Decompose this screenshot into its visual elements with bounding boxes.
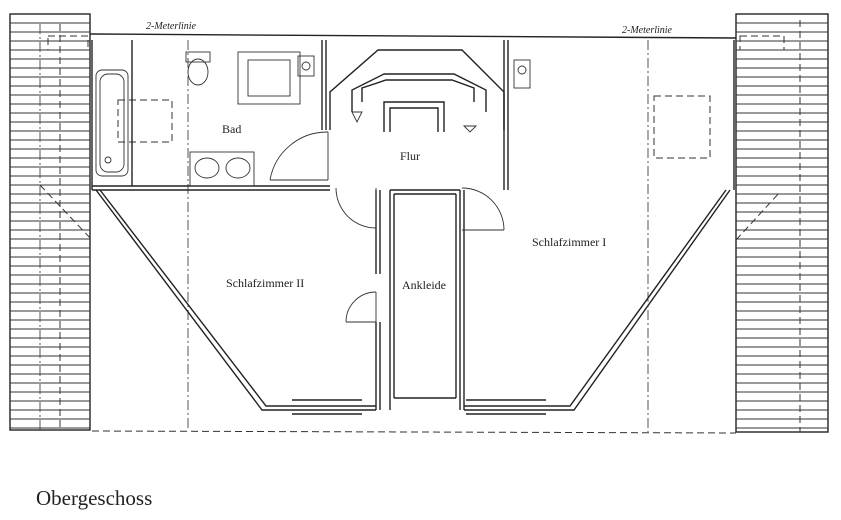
two-meter-line-top [89,33,737,39]
dashed-outline [39,20,801,434]
roof-left [9,13,91,431]
room-label-flur: Flur [400,149,420,163]
room-label-ankleide: Ankleide [402,278,446,292]
two-meter-line-label-right: 2-Meterlinie [622,25,673,36]
roof-right [735,13,829,433]
two-meter-line-label-left: 2-Meterlinie [146,21,197,32]
exterior-walls [91,40,735,415]
plan-title: Obergeschoss [36,486,153,510]
bathroom-fixtures [95,51,531,187]
stairwell [329,49,505,133]
room-label-schlafzimmer-1: Schlafzimmer I [532,235,606,249]
room-label-schlafzimmer-2: Schlafzimmer II [226,276,304,290]
door-swings [269,131,505,323]
room-label-bad: Bad [222,122,241,136]
